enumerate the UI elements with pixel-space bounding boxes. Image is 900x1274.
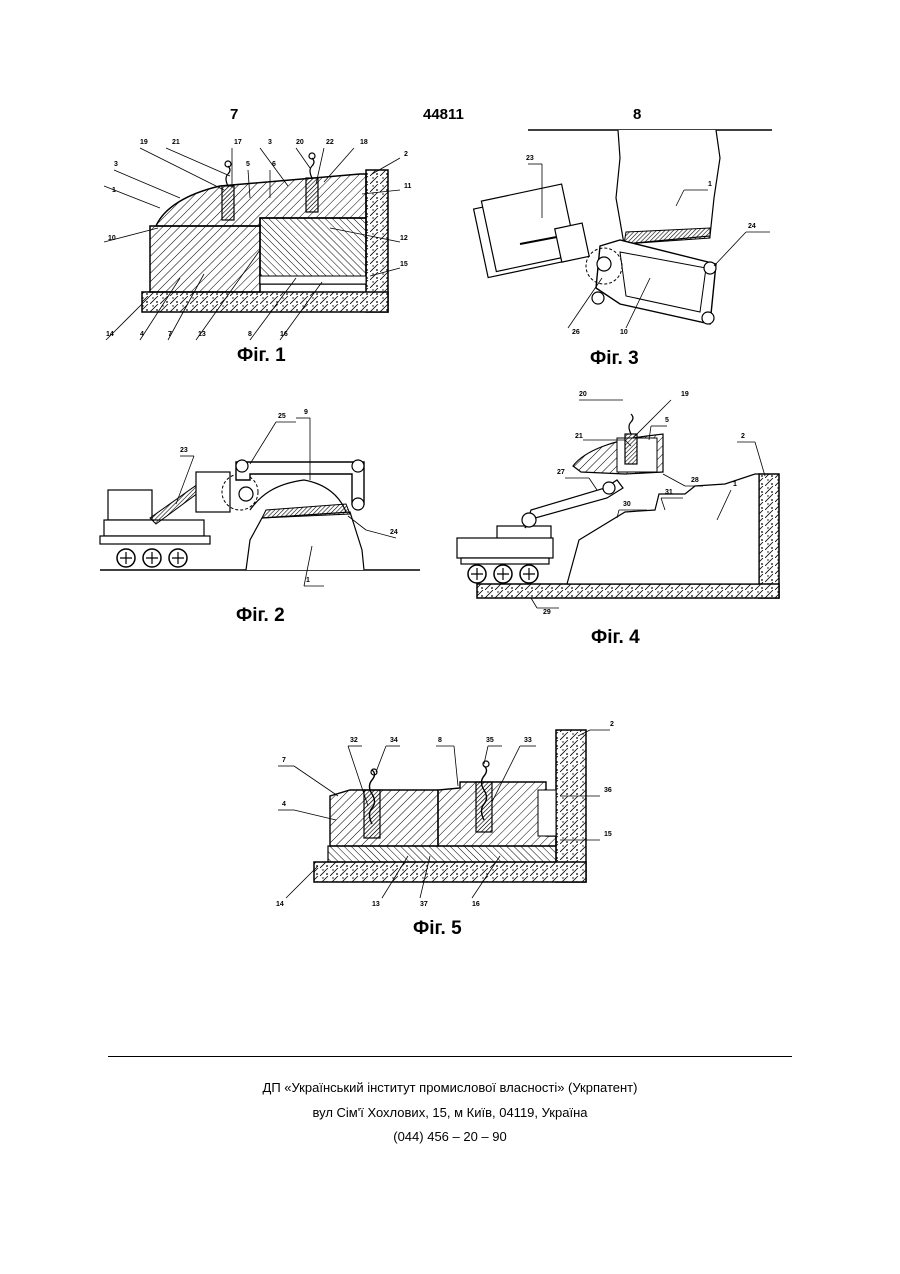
figure-2-drawing: 25 9 23 24 1 — [100, 400, 420, 605]
label: 2 — [610, 721, 614, 728]
label: 21 — [172, 139, 180, 146]
patent-number: 44811 — [423, 106, 464, 123]
block-lower-right — [260, 218, 366, 284]
label: 23 — [180, 447, 188, 454]
label: 30 — [623, 501, 631, 508]
page-number-left: 7 — [230, 106, 238, 123]
figure-5-caption: Фіг. 5 — [413, 918, 462, 940]
label: 24 — [390, 529, 398, 536]
upper-block — [156, 174, 366, 226]
label: 3 — [268, 139, 272, 146]
label: 33 — [524, 737, 532, 744]
label: 37 — [420, 901, 428, 908]
floor — [477, 584, 779, 598]
figure-1-caption: Фіг. 1 — [237, 345, 286, 367]
figure-4-caption: Фіг. 4 — [591, 627, 640, 649]
page-number-right: 8 — [633, 106, 641, 123]
figure-4-drawing: 20 19 21 5 2 28 27 31 1 30 29 — [455, 390, 785, 620]
label: 22 — [326, 139, 334, 146]
label: 23 — [526, 155, 534, 162]
label: 1 — [306, 577, 310, 584]
label: 5 — [246, 161, 250, 168]
label: 9 — [304, 409, 308, 416]
footer-address: вул Сім'ї Хохлових, 15, м Київ, 04119, У… — [0, 1105, 900, 1120]
label: 18 — [360, 139, 368, 146]
figure-5-drawing: 32 34 8 35 33 2 7 4 36 15 14 13 37 16 — [270, 716, 630, 916]
suspended-mass — [616, 130, 720, 244]
label: 27 — [557, 469, 565, 476]
label: 19 — [140, 139, 148, 146]
figure-1-drawing: 19 21 17 5 6 3 20 22 18 2 3 11 1 10 12 1… — [100, 128, 400, 348]
floor — [314, 862, 586, 882]
label: 16 — [280, 331, 288, 338]
lining-strip — [260, 276, 366, 284]
footer-divider — [108, 1056, 792, 1057]
anchor-hole-1 — [222, 186, 234, 220]
label: 35 — [486, 737, 494, 744]
label: 29 — [543, 609, 551, 616]
label: 25 — [278, 413, 286, 420]
label: 4 — [140, 331, 144, 338]
label: 8 — [438, 737, 442, 744]
label: 4 — [282, 801, 286, 808]
label: 14 — [276, 901, 284, 908]
label: 13 — [372, 901, 380, 908]
label: 1 — [112, 187, 116, 194]
label: 31 — [665, 489, 673, 496]
label: 8 — [248, 331, 252, 338]
label: 11 — [404, 183, 412, 190]
label: 7 — [282, 757, 286, 764]
wall — [759, 474, 779, 598]
material-mound — [246, 512, 364, 570]
label: 20 — [579, 391, 587, 398]
lining-strip — [328, 846, 556, 862]
drive-unit — [474, 184, 590, 277]
label: 26 — [572, 329, 580, 336]
wall — [556, 730, 586, 882]
block-left — [330, 790, 438, 846]
label: 19 — [681, 391, 689, 398]
label: 24 — [748, 223, 756, 230]
block-lower-left — [150, 226, 260, 292]
label: 6 — [272, 161, 276, 168]
figure-3-caption: Фіг. 3 — [590, 348, 639, 370]
label: 2 — [741, 433, 745, 440]
footer-phone: (044) 456 – 20 – 90 — [0, 1129, 900, 1144]
label: 12 — [400, 235, 408, 242]
lifting-hook-2 — [310, 158, 314, 178]
anchor-hole-1 — [364, 790, 380, 838]
label: 7 — [168, 331, 172, 338]
label: 14 — [106, 331, 114, 338]
label: 15 — [400, 261, 408, 268]
figure-3-drawing: 23 1 24 26 10 — [470, 128, 780, 343]
figure-2-caption: Фіг. 2 — [236, 605, 285, 627]
label: 3 — [114, 161, 118, 168]
label: 20 — [296, 139, 304, 146]
label: 5 — [665, 417, 669, 424]
label: 10 — [108, 235, 116, 242]
label: 28 — [691, 477, 699, 484]
label: 1 — [733, 481, 737, 488]
label: 36 — [604, 787, 612, 794]
label: 21 — [575, 433, 583, 440]
label: 34 — [390, 737, 398, 744]
label: 16 — [472, 901, 480, 908]
label: 1 — [708, 181, 712, 188]
label: 15 — [604, 831, 612, 838]
footer-organization: ДП «Український інститут промислової вла… — [0, 1080, 900, 1095]
label: 17 — [234, 139, 242, 146]
label: 32 — [350, 737, 358, 744]
label: 10 — [620, 329, 628, 336]
floor — [142, 292, 388, 312]
label: 13 — [198, 331, 206, 338]
crawler-vehicle — [100, 490, 210, 567]
crawler-vehicle — [457, 526, 553, 583]
label: 2 — [404, 151, 408, 158]
